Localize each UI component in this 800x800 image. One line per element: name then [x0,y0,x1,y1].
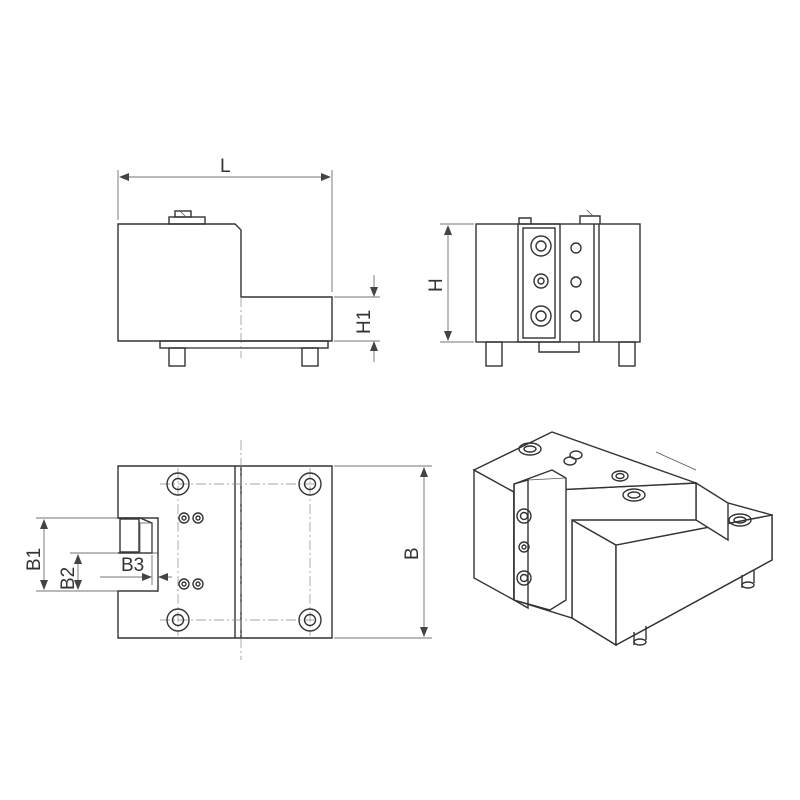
isometric-view [472,431,773,647]
dimension-label-B: B [402,547,423,560]
top-view: B B1 B2 B3 [24,440,432,660]
dimension-label-L: L [220,156,231,177]
dimension-label-H: H [426,278,447,292]
locating-pin [301,347,319,367]
side-view: H [426,209,641,367]
front-view: L H1 [117,156,380,367]
dimension-label-B3: B3 [121,555,144,576]
locating-pin [168,347,186,367]
dimension-label-B2: B2 [58,567,79,590]
dimension-label-H1: H1 [354,310,375,334]
locating-pin [618,341,636,367]
locating-pin [485,341,503,367]
clamp-screw [168,210,206,225]
dimension-label-B1: B1 [24,548,45,571]
